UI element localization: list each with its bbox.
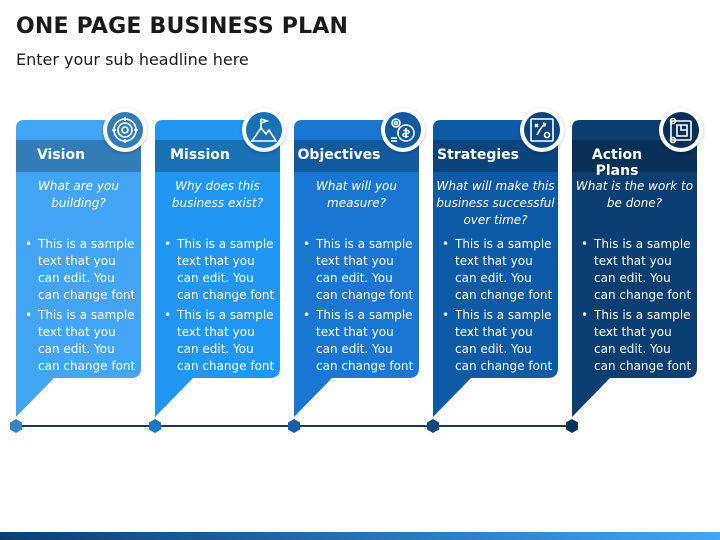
list-item: • This is a sample text that you can edit…: [300, 307, 418, 375]
bullet-icon: •: [164, 308, 172, 322]
card-shape: [16, 120, 141, 417]
bullet-text: This is a sample text that you can edit.…: [177, 308, 275, 373]
card-question: What will you measure?: [315, 179, 398, 210]
card-bullets: • This is a sample text that you can edit…: [439, 236, 557, 378]
list-item: • This is a sample text that you can edit…: [439, 307, 557, 375]
card-icon-badge: [242, 108, 286, 152]
card-bullets: • This is a sample text that you can edit…: [578, 236, 696, 378]
card-title: Strategies: [437, 147, 519, 163]
bullet-icon: •: [303, 237, 311, 251]
card-title: Action Plans: [591, 147, 643, 179]
card-shape: [155, 120, 280, 417]
bullet-text: This is a sample text that you can edit.…: [455, 237, 553, 302]
card-shape: [433, 120, 558, 417]
card-question: Why does this business exist?: [171, 179, 264, 210]
list-item: • This is a sample text that you can edit…: [22, 236, 140, 304]
bullet-text: This is a sample text that you can edit.…: [38, 308, 136, 373]
card-icon-badge: [520, 108, 564, 152]
bullet-icon: •: [25, 237, 33, 251]
timeline-node: [426, 419, 440, 438]
card-icon-badge: [659, 108, 703, 152]
page-title: ONE PAGE BUSINESS PLAN: [16, 14, 349, 39]
card-question: What will make this business successful …: [436, 179, 555, 227]
list-item: • This is a sample text that you can edit…: [578, 236, 696, 304]
bullet-icon: •: [581, 308, 589, 322]
badge-circle: [385, 112, 421, 148]
timeline-node: [287, 419, 301, 438]
bullet-icon: •: [164, 237, 172, 251]
card-icon-badge: [381, 108, 425, 152]
card-shape: [572, 120, 697, 417]
bullet-text: This is a sample text that you can edit.…: [177, 237, 275, 302]
bullet-text: This is a sample text that you can edit.…: [316, 237, 414, 302]
timeline-node: [148, 419, 162, 438]
bullet-icon: •: [442, 237, 450, 251]
card-title: Objectives: [297, 147, 381, 163]
bullet-text: This is a sample text that you can edit.…: [316, 308, 414, 373]
list-item: • This is a sample text that you can edit…: [22, 307, 140, 375]
card-bullets: • This is a sample text that you can edit…: [161, 236, 279, 378]
bullet-text: This is a sample text that you can edit.…: [455, 308, 553, 373]
bullet-icon: •: [303, 308, 311, 322]
list-item: • This is a sample text that you can edit…: [161, 236, 279, 304]
bullet-icon: •: [25, 308, 33, 322]
timeline-node: [565, 419, 579, 438]
footer-bar: [0, 532, 720, 540]
card-question: What is the work to be done?: [575, 179, 694, 210]
list-item: • This is a sample text that you can edit…: [161, 307, 279, 375]
card-question: What are you building?: [38, 179, 119, 210]
card-bullets: • This is a sample text that you can edit…: [22, 236, 140, 378]
card-icon-badge: [103, 108, 147, 152]
list-item: • This is a sample text that you can edit…: [300, 236, 418, 304]
timeline-node: [9, 419, 23, 438]
card-title: Vision: [36, 147, 86, 163]
list-item: • This is a sample text that you can edit…: [578, 307, 696, 375]
card-title: Mission: [170, 147, 230, 163]
bullet-text: This is a sample text that you can edit.…: [594, 237, 692, 302]
badge-circle: [246, 112, 282, 148]
badge-circle: [524, 112, 560, 148]
bullet-icon: •: [442, 308, 450, 322]
card-shape: [294, 120, 419, 417]
badge-circle: [107, 112, 143, 148]
list-item: • This is a sample text that you can edit…: [439, 236, 557, 304]
page-subtitle: Enter your sub headline here: [16, 50, 249, 69]
bullet-text: This is a sample text that you can edit.…: [38, 237, 136, 302]
badge-circle: [663, 112, 699, 148]
bullet-text: This is a sample text that you can edit.…: [594, 308, 692, 373]
card-bullets: • This is a sample text that you can edit…: [300, 236, 418, 378]
bullet-icon: •: [581, 237, 589, 251]
